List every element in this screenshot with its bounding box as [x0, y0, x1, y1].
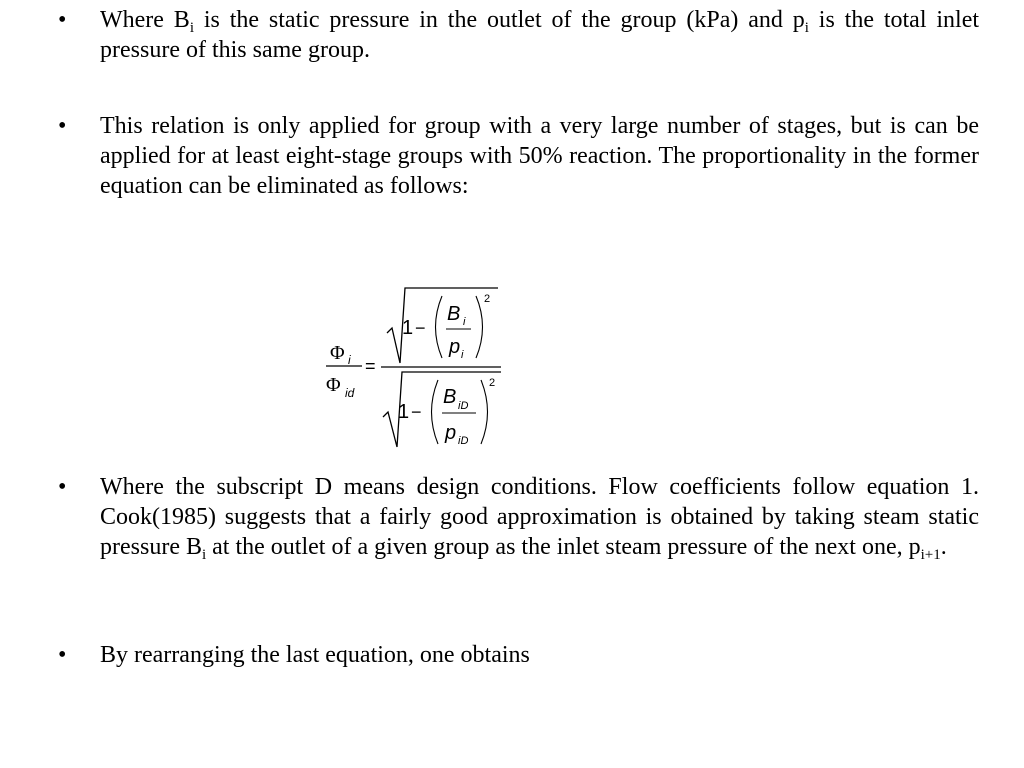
- equals-sign: =: [365, 356, 376, 376]
- exponent: 2: [484, 293, 490, 305]
- one: 1: [402, 317, 413, 339]
- subscript-iD: iD: [458, 435, 468, 447]
- bullet-text: Where Bi is the static pressure in the o…: [100, 7, 980, 63]
- minus-sign: −: [415, 318, 426, 338]
- flow-coefficient-equation: Φ i Φ id = 1 − B i p i 2 1 −: [318, 282, 518, 452]
- bullet-item: • By rearranging the last equation, one …: [58, 640, 979, 670]
- bullet-text: This relation is only applied for group …: [100, 113, 979, 199]
- subscript-iD: iD: [458, 400, 468, 412]
- right-paren: [480, 379, 488, 445]
- left-paren: [435, 295, 443, 359]
- symbol-B: B: [443, 386, 456, 408]
- bullet-text: By rearranging the last equation, one ob…: [100, 642, 530, 668]
- one: 1: [398, 401, 409, 423]
- subscript-i: i: [463, 316, 466, 328]
- bullet-text: Where the subscript D means design condi…: [100, 474, 979, 563]
- symbol-p: p: [444, 422, 456, 444]
- phi-symbol: Φ: [330, 342, 345, 364]
- symbol-p: p: [448, 336, 460, 358]
- right-paren: [475, 295, 483, 359]
- bullet-item: • Where Bi is the static pressure in the…: [58, 5, 979, 65]
- symbol-B: B: [447, 303, 460, 325]
- radical-sign: [382, 371, 501, 448]
- radical-sign: [386, 287, 498, 364]
- phi-symbol: Φ: [326, 374, 341, 396]
- minus-sign: −: [411, 402, 422, 422]
- subscript-i: i: [348, 353, 351, 367]
- exponent: 2: [489, 377, 495, 389]
- bullet-icon: •: [58, 7, 67, 33]
- bullet-item: • This relation is only applied for grou…: [58, 111, 979, 201]
- left-paren: [431, 379, 439, 445]
- subscript-id: id: [345, 386, 355, 400]
- bullet-item: • Where the subscript D means design con…: [58, 472, 979, 563]
- bullet-icon: •: [58, 474, 67, 500]
- bullet-icon: •: [58, 113, 67, 139]
- bullet-icon: •: [58, 642, 67, 668]
- subscript-i: i: [461, 349, 464, 361]
